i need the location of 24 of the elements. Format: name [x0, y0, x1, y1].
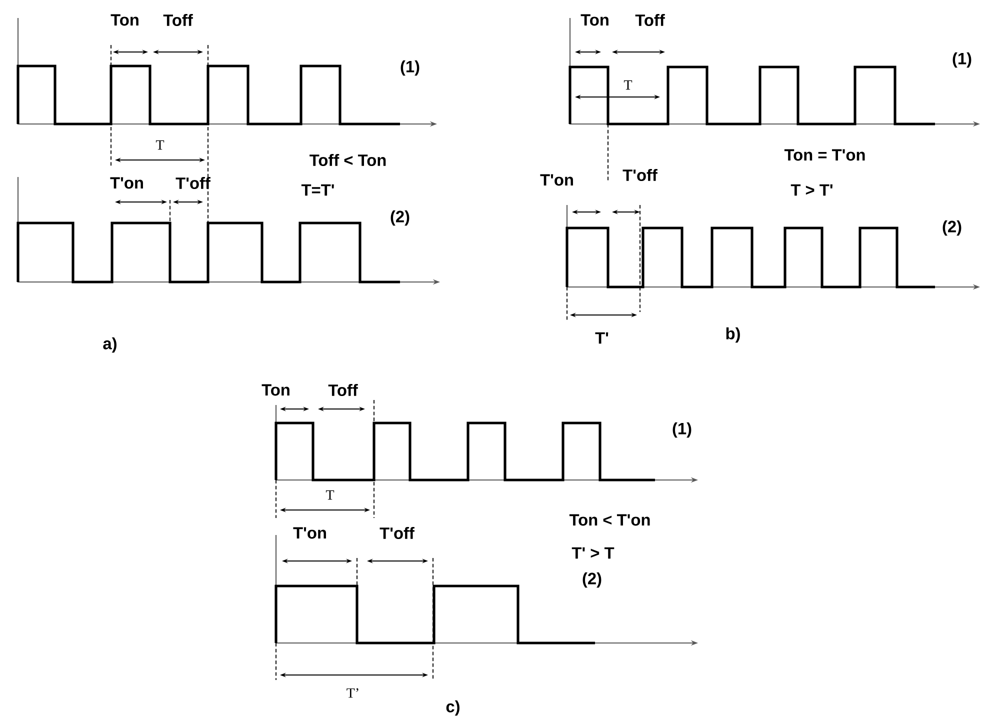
panel-label: b): [726, 327, 740, 343]
period-label: T: [156, 140, 164, 150]
panel-label: c): [446, 700, 460, 716]
waveform-number: (2): [390, 210, 410, 226]
waveform-number: (2): [942, 220, 962, 236]
period-label: T'off: [380, 526, 414, 539]
condition-label: Toff < Ton: [310, 154, 386, 166]
condition-label: Ton < T'on: [569, 514, 650, 526]
condition-label: T' > T: [572, 547, 614, 559]
period-label: T’: [346, 688, 358, 698]
period-label: T'on: [293, 527, 326, 539]
panel-label: a): [103, 337, 116, 353]
condition-label: T > T': [790, 184, 832, 196]
condition-label: T=T': [301, 184, 334, 196]
period-label: T'off: [176, 176, 210, 190]
period-label: T': [595, 332, 608, 344]
waveform-number: (2): [582, 572, 602, 588]
period-label: T'off: [622, 168, 658, 181]
period-label: T'on: [110, 177, 143, 189]
period-label: Toff: [328, 384, 358, 396]
condition-label: Ton = T'on: [784, 149, 865, 161]
period-label: Ton: [262, 384, 290, 396]
period-label: T'on: [540, 174, 573, 186]
period-label: T: [326, 490, 334, 500]
